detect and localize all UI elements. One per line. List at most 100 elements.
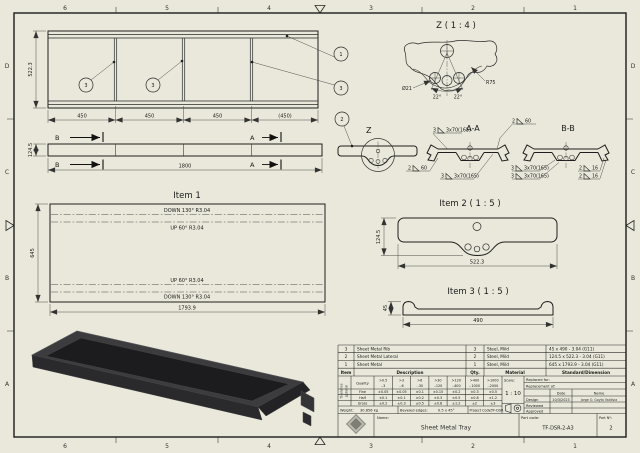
center-mark-right	[625, 219, 635, 232]
part-no-value: 2	[609, 426, 612, 432]
dim-450-3: 450	[213, 114, 223, 120]
svg-text:±0.15: ±0.15	[433, 390, 443, 394]
svg-text:±0.05: ±0.05	[396, 390, 406, 394]
zone-left-b: B	[5, 275, 9, 282]
svg-text:124.5 x 522.3 - 3.04 (G11): 124.5 x 522.3 - 3.04 (G11)	[549, 354, 605, 359]
zone-top-4: 4	[267, 5, 271, 12]
svg-text:±0.5: ±0.5	[489, 390, 497, 394]
svg-text:..120: ..120	[434, 384, 443, 388]
svg-text:±0.3: ±0.3	[470, 390, 478, 394]
svg-text:general: general	[345, 385, 349, 397]
svg-text:Fine: Fine	[359, 390, 366, 394]
svg-text:3x70(165): 3x70(165)	[524, 166, 549, 172]
dim-item1-width: 1793.9	[178, 306, 196, 312]
svg-text:>120: >120	[452, 379, 461, 383]
weld-aa-top-left: 3 3x70(165)	[432, 127, 471, 149]
bom-row-1: 1 Sheet Metal 1 Steel, Mild 645 x 1793.9…	[345, 362, 604, 367]
part-code-value: TF-DSR-2-A3	[541, 426, 573, 432]
svg-text:60: 60	[525, 119, 531, 125]
design-label: Design	[526, 398, 538, 402]
svg-text:1: 1	[474, 362, 477, 367]
project-code-label: Project Code:	[470, 408, 493, 412]
svg-text:3: 3	[151, 83, 154, 89]
svg-text:..400: ..400	[452, 384, 461, 388]
item3-view: Item 3 ( 1 : 5 ) 45 490	[383, 287, 554, 328]
svg-text:3: 3	[84, 83, 87, 89]
design-name: Jorge O. Goyta Valdivia	[580, 398, 618, 402]
name-header: Name	[594, 391, 605, 395]
zone-bottom-6: 6	[63, 443, 67, 450]
svg-text:B: B	[55, 161, 59, 169]
svg-text:645 x 1793.9 - 3.04 (G11): 645 x 1793.9 - 3.04 (G11)	[549, 362, 604, 367]
z-side-view: Z	[337, 126, 418, 172]
svg-text:1: 1	[339, 52, 342, 58]
svg-text:2: 2	[474, 354, 477, 359]
title-block: Tolerance general Quality >0.5..3 >3..6 …	[338, 376, 626, 437]
svg-text:3: 3	[433, 128, 436, 134]
quality-label: Quality	[356, 382, 370, 386]
svg-text:>400: >400	[470, 379, 479, 383]
detail-z-view: Z ( 1 : 4 ) 22° 22° Ø21 R75	[402, 21, 498, 101]
svg-text:±0.3: ±0.3	[397, 401, 405, 405]
bom-row-2: 2 Sheet Metal Lateral 2 Steel, Mild 124.…	[345, 354, 605, 359]
zone-right-a: A	[631, 381, 636, 388]
part-code-label: Part code:	[521, 416, 539, 420]
svg-text:2: 2	[579, 166, 582, 172]
svg-text:>6: >6	[417, 379, 422, 383]
weight-value: 30.856 kg	[360, 408, 378, 412]
bevel-label: Beveled edges:	[400, 408, 428, 412]
svg-text:1: 1	[345, 362, 348, 367]
dim-item2-width: 522.3	[470, 260, 484, 266]
balloon-rib-a: 3	[78, 77, 94, 93]
weld-bb-left-2: 3 3x70(165)	[511, 162, 560, 180]
zone-top-2: 2	[471, 5, 475, 12]
item1-flat-view: Item 1 DOWN 130° R3.04 UP 60° R3.04 UP 6…	[30, 191, 326, 316]
dim-angle-left: 22°	[433, 95, 442, 101]
svg-text:..2000: ..2000	[488, 384, 499, 388]
section-line-a: A A	[250, 132, 282, 170]
svg-text:B: B	[55, 134, 59, 142]
zone-bottom-4: 4	[267, 443, 271, 450]
svg-text:±1.2: ±1.2	[452, 401, 460, 405]
svg-text:3: 3	[474, 347, 477, 352]
section-line-b: B B	[55, 132, 104, 170]
svg-text:±0.8: ±0.8	[434, 401, 442, 405]
date-header: Date	[557, 391, 566, 395]
tolerance-ranges: >0.5..3 >3..6 >6..30 >30..120 >120..400 …	[379, 379, 499, 389]
svg-text:3x70(165): 3x70(165)	[454, 174, 479, 180]
item1-title: Item 1	[173, 191, 200, 201]
front-view: B B A A 124.5 1800	[28, 132, 323, 173]
svg-text:2: 2	[340, 117, 343, 123]
svg-text:±2: ±2	[472, 401, 477, 405]
svg-text:45 x 490 - 3.04 (G11): 45 x 490 - 3.04 (G11)	[549, 347, 594, 352]
svg-text:..1000: ..1000	[469, 384, 480, 388]
balloon-rib-c: 3	[333, 80, 349, 96]
design-date: 10/3/2023	[552, 398, 569, 402]
svg-text:±0.8: ±0.8	[470, 396, 478, 400]
zone-right-c: C	[631, 169, 635, 176]
svg-text:Standard/Dimension: Standard/Dimension	[562, 370, 610, 375]
svg-text:±0.1: ±0.1	[379, 396, 387, 400]
dim-fillet-radius: R75	[486, 80, 495, 86]
section-bb-title: B-B	[561, 124, 575, 133]
zone-bottom-1: 1	[573, 443, 577, 450]
name-label: Name:	[377, 416, 389, 420]
svg-text:16: 16	[592, 166, 598, 172]
weld-aa-top-right: 2 60	[496, 118, 536, 150]
bevel-value: 0.5 x 45°	[438, 408, 455, 412]
center-mark-top	[314, 5, 326, 14]
detail-z-title: Z ( 1 : 4 )	[436, 21, 476, 31]
dim-front-height: 124.5	[28, 143, 34, 157]
svg-text:..30: ..30	[417, 384, 423, 388]
svg-text:±0.05: ±0.05	[378, 390, 388, 394]
dim-item1-height: 645	[30, 248, 36, 258]
svg-text:16: 16	[592, 174, 598, 180]
svg-text:Steel, Mild: Steel, Mild	[487, 362, 509, 367]
z-view-label: Z	[366, 126, 372, 135]
bend-note-1: DOWN 130° R3.04	[164, 208, 210, 214]
dim-top-height: 522.3	[28, 62, 34, 76]
part-no-label: Part Nº:	[599, 416, 612, 420]
zone-left-c: C	[5, 169, 9, 176]
weld-bb-left-1: 3 3x70(165)	[511, 159, 556, 172]
svg-text:±0.5: ±0.5	[416, 401, 424, 405]
